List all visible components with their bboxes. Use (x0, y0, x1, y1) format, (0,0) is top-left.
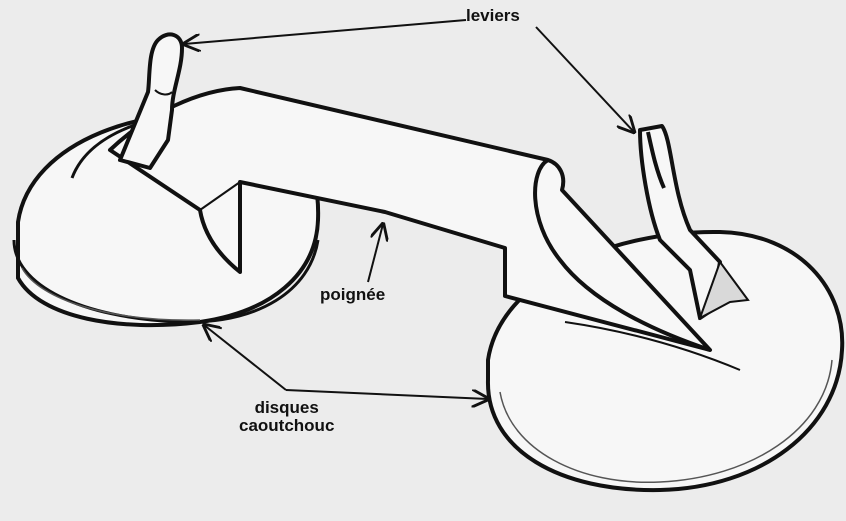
rubber-discs-label-line2: caoutchouc (239, 417, 334, 435)
arrow-to-left-disc (204, 325, 286, 390)
levers-label: leviers (466, 7, 520, 25)
arrow-to-left-lever (184, 20, 466, 44)
arrow-to-right-lever (536, 27, 634, 132)
handle-label: poignée (320, 286, 385, 304)
rubber-discs-label: disques caoutchouc (239, 399, 334, 435)
rubber-discs-label-line1: disques (239, 399, 334, 417)
arrow-to-handle (368, 224, 383, 282)
